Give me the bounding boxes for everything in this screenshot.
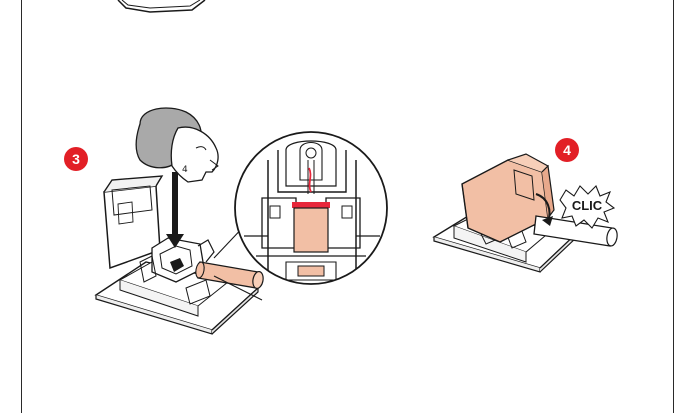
step-3-zoom-detail [235,132,387,290]
step-4-number: 4 [563,142,571,158]
step-3-number: 3 [72,151,80,167]
clic-sound-label: CLIC [572,198,603,213]
step-3-person-head: 4 [136,108,218,182]
face-marker-label: 4 [182,165,188,175]
step-3-badge: 3 [64,147,88,171]
step-4-badge: 4 [555,138,579,162]
previous-step-remnant [118,0,205,12]
step-3-push-arrow [166,172,184,248]
